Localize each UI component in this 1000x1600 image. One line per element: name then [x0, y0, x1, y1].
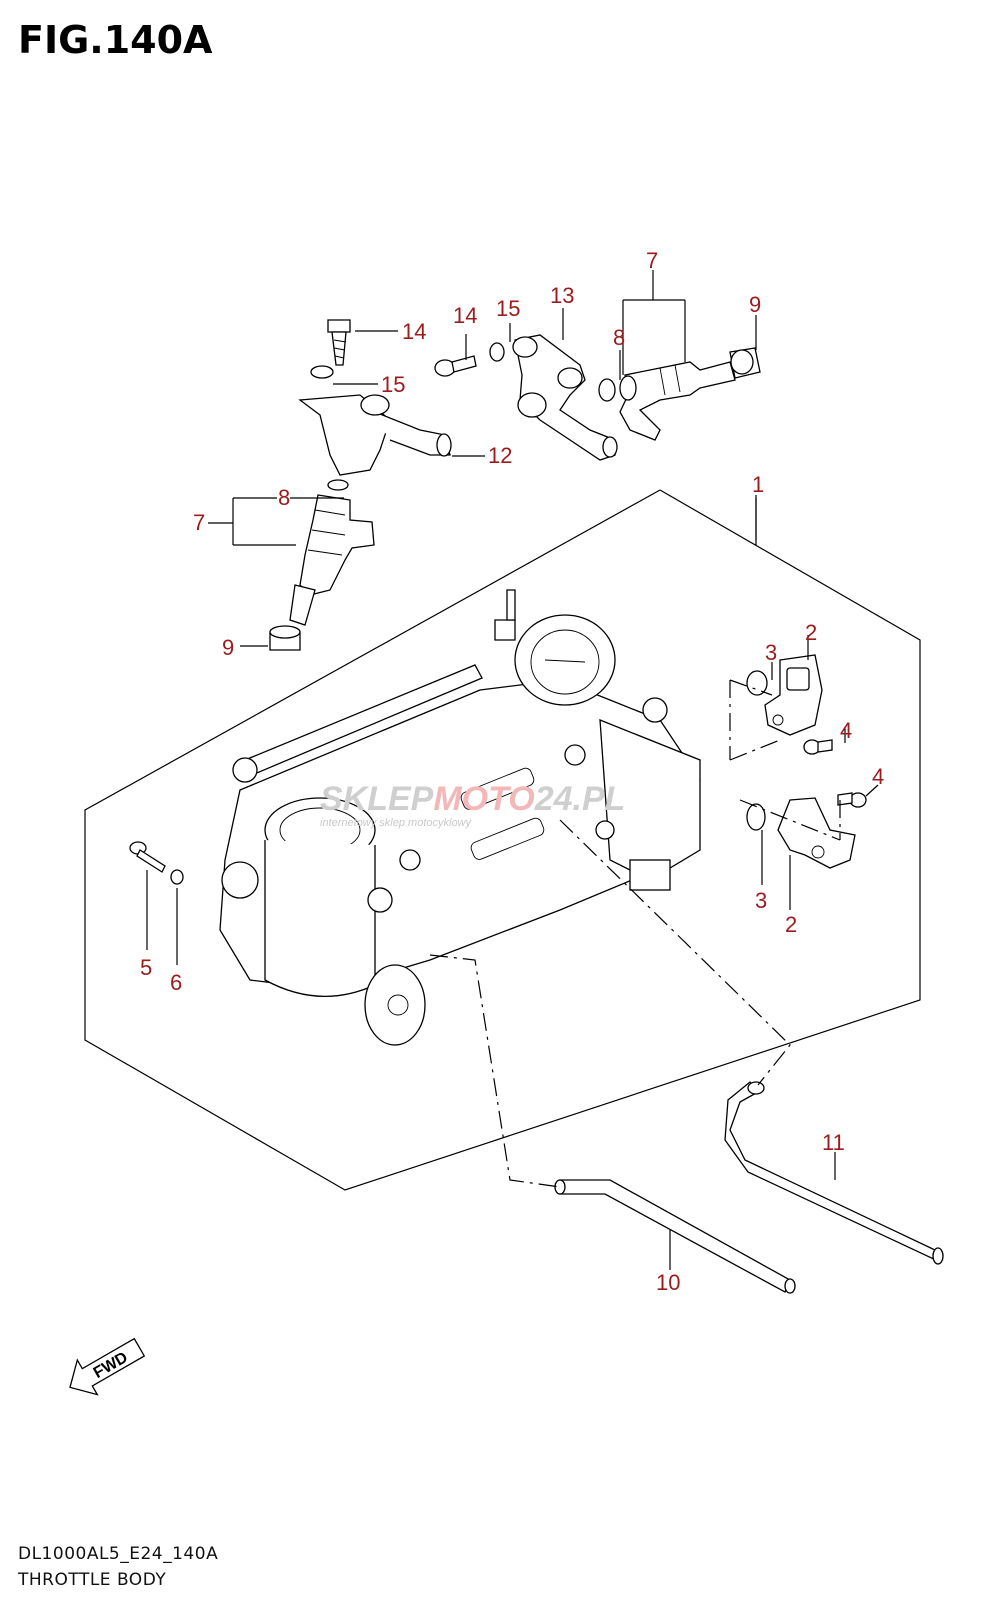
figure-code: DL1000AL5_E24_140A: [18, 1544, 219, 1564]
bolt-14-right[interactable]: [434, 355, 477, 377]
assembly-frame: [84, 489, 921, 1191]
sensor-2-top[interactable]: [764, 654, 823, 736]
figure-title: FIG.140A: [18, 18, 213, 62]
bolt-14-left[interactable]: [327, 319, 351, 366]
callout-9-right: 9: [749, 292, 761, 317]
callout-8-right: 8: [613, 325, 625, 350]
callout-4-top: 4: [840, 718, 852, 743]
callout-labels: 1 2 2 3 3 4 4 5 6 7 7 8 8 9 9 10 11 12 1…: [140, 248, 884, 1295]
callout-4-bottom: 4: [872, 764, 884, 789]
callout-15-right: 15: [496, 296, 520, 321]
callout-7-left: 7: [193, 510, 205, 535]
callout-1: 1: [752, 472, 764, 497]
o-ring-3-top[interactable]: [746, 670, 768, 696]
callout-2-bottom: 2: [785, 912, 797, 937]
svg-text:internetowy sklep motocyklowy: internetowy sklep motocyklowy: [320, 817, 473, 829]
callout-15-left: 15: [381, 372, 405, 397]
forward-arrow-icon: FWD: [69, 1337, 146, 1396]
fuel-joint-13[interactable]: [512, 334, 618, 461]
injector-7-right[interactable]: [619, 361, 736, 441]
hose-11[interactable]: [724, 1081, 944, 1265]
injector-7-left[interactable]: [289, 494, 375, 626]
callout-5: 5: [140, 955, 152, 980]
figure-name: THROTTLE BODY: [18, 1570, 167, 1590]
o-ring-8-left[interactable]: [327, 479, 349, 491]
callout-3-bottom: 3: [755, 888, 767, 913]
callout-14-left: 14: [402, 319, 426, 344]
callout-14-right: 14: [453, 303, 477, 328]
callout-10: 10: [656, 1270, 680, 1295]
fuel-joint-12[interactable]: [298, 394, 452, 476]
callout-6: 6: [170, 970, 182, 995]
o-ring-8-right[interactable]: [598, 378, 616, 402]
throttle-body-assembly[interactable]: [219, 589, 701, 1046]
screw-5[interactable]: [129, 841, 166, 873]
callout-2-top: 2: [805, 620, 817, 645]
washer-6[interactable]: [170, 869, 184, 885]
sensor-2-bottom[interactable]: [777, 797, 856, 869]
callout-9-left: 9: [222, 635, 234, 660]
callout-13: 13: [550, 283, 574, 308]
washer-15-left[interactable]: [310, 365, 334, 379]
watermark-logo: SKLEPMOTO24.PL internetowy sklep motocyk…: [320, 780, 625, 829]
callout-11: 11: [822, 1130, 845, 1155]
callout-7-right: 7: [646, 248, 658, 273]
leader-lines: [146, 270, 879, 1270]
screw-4-top[interactable]: [803, 739, 833, 755]
svg-text:SKLEPMOTO24.PL: SKLEPMOTO24.PL: [320, 780, 625, 818]
o-ring-3-bottom[interactable]: [746, 803, 766, 831]
screw-4-bottom[interactable]: [837, 792, 867, 808]
callout-12: 12: [488, 443, 512, 468]
hose-10[interactable]: [554, 1179, 796, 1294]
cap-9-right[interactable]: [729, 347, 761, 379]
washer-15-right[interactable]: [489, 342, 505, 362]
callout-8-left: 8: [278, 485, 290, 510]
callout-3-top: 3: [765, 640, 777, 665]
assembly-guides: [429, 679, 841, 1188]
cap-9-left[interactable]: [269, 625, 301, 651]
